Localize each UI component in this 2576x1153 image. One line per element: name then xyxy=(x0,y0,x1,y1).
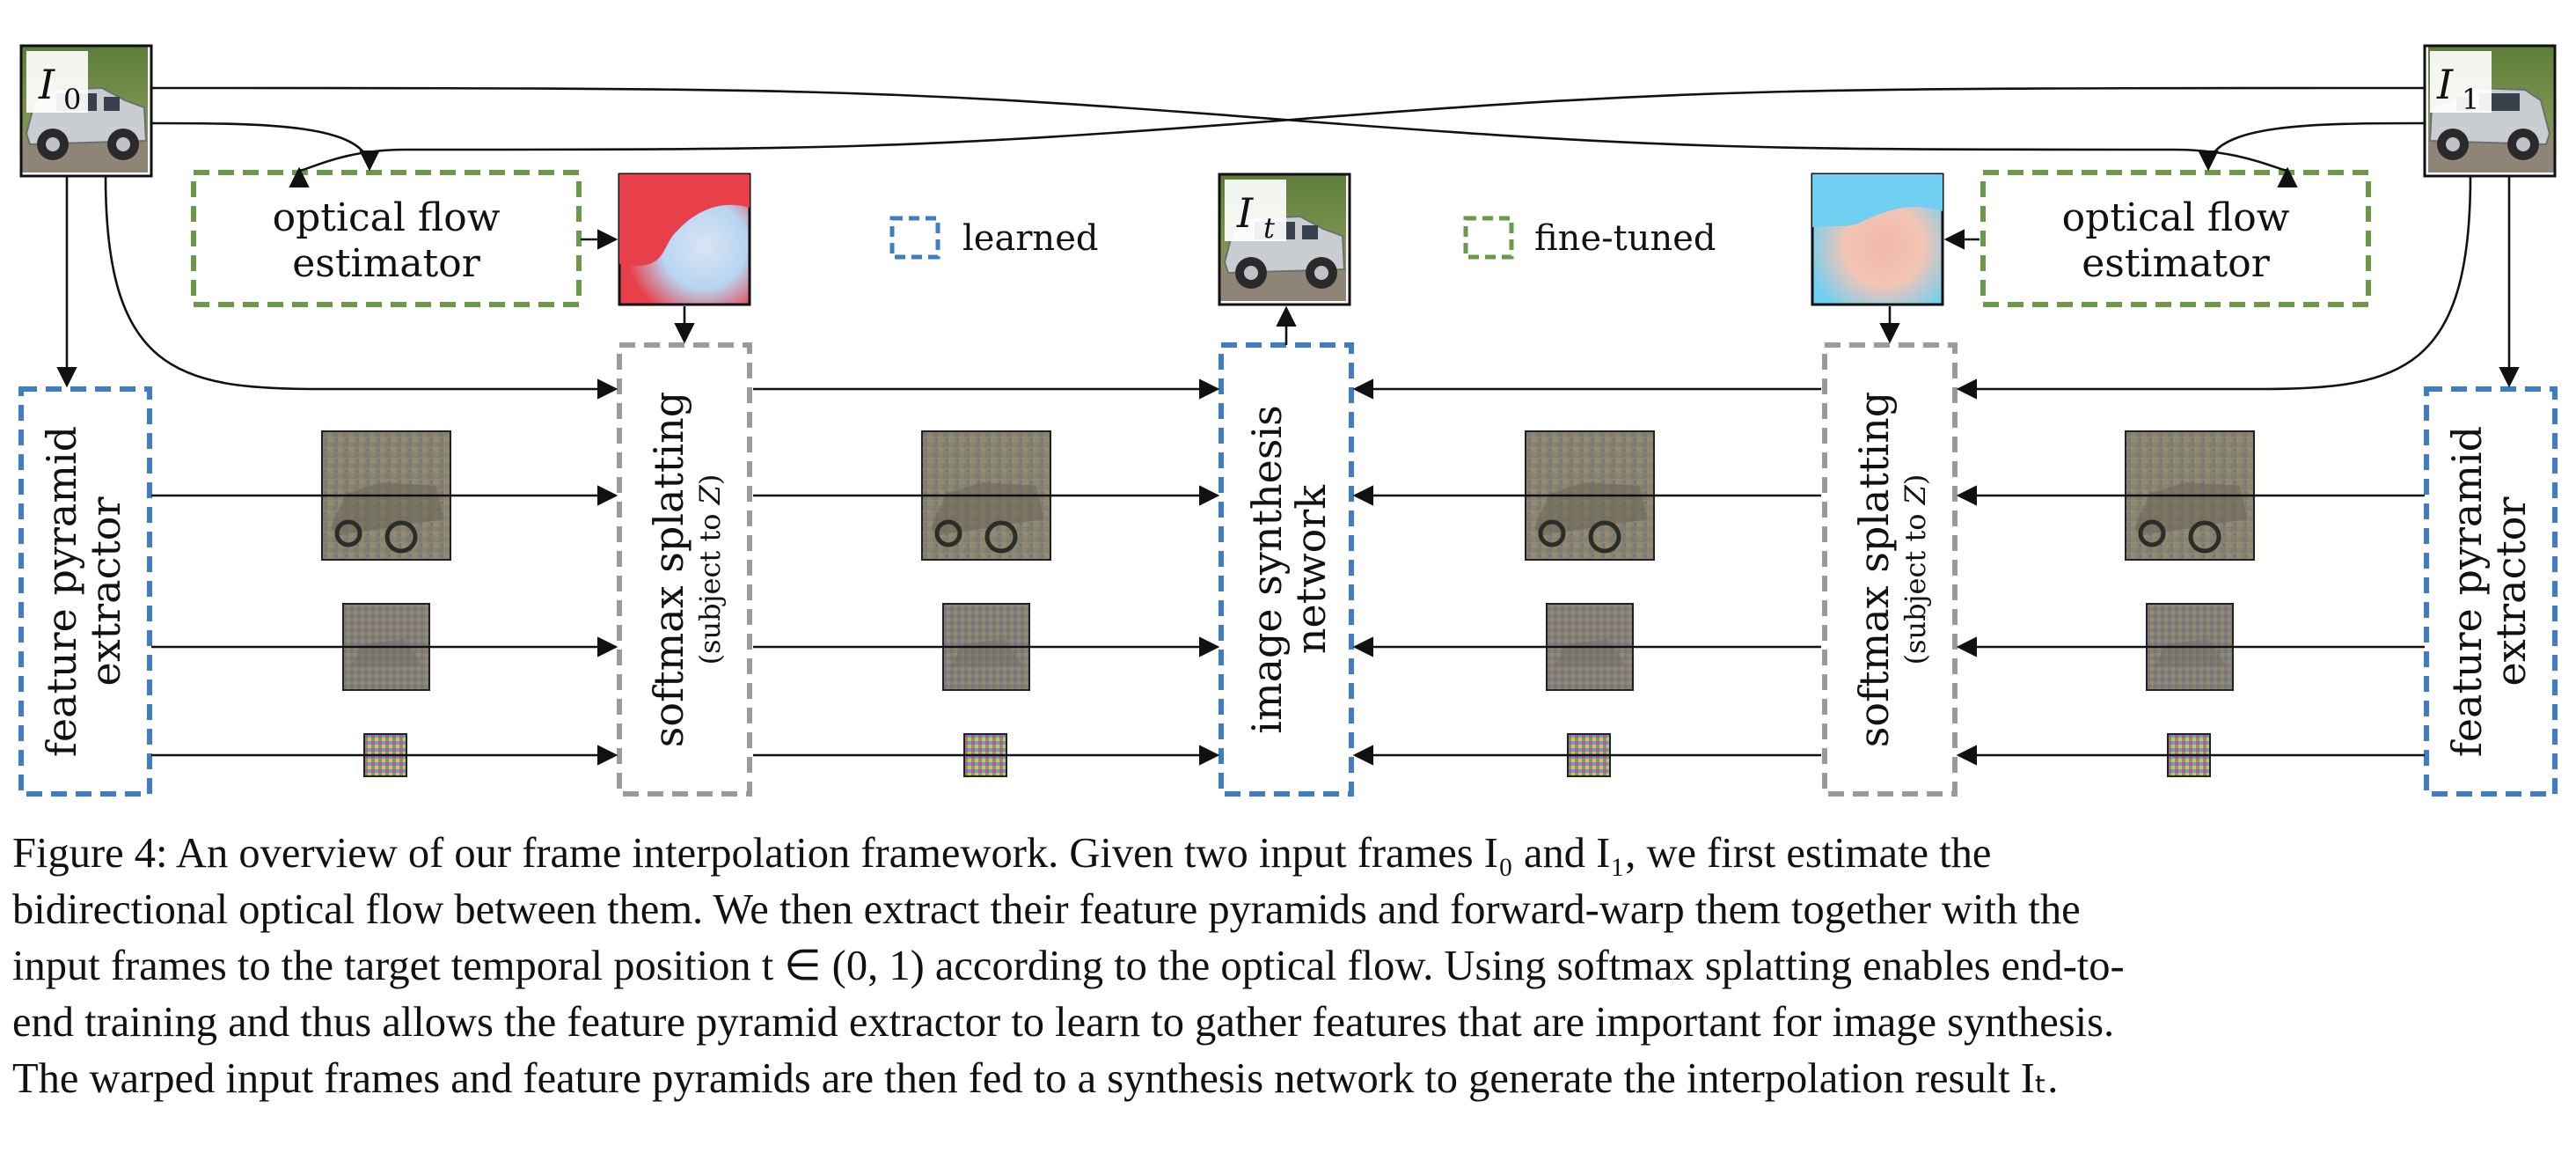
frame-i0-subscript: 0 xyxy=(63,83,81,116)
caption-line-4: end training and thus allows the feature… xyxy=(12,999,2115,1046)
legend: learned fine-tuned xyxy=(889,216,1716,260)
output-frame-it: I t xyxy=(1218,173,1351,306)
optical-flow-estimator-right: optical flow estimator xyxy=(1980,170,2371,307)
flow-estimator-right-line2: estimator xyxy=(2082,241,2271,286)
splat-left-title: softmax splatting xyxy=(645,392,692,747)
splat-left-subtitle: (subject to Z) xyxy=(693,474,727,665)
flow-visualization-right xyxy=(1811,173,1944,306)
feature-extractor-right-line2: extractor xyxy=(2487,496,2535,686)
flow-estimator-right-line1: optical flow xyxy=(2062,195,2290,240)
connectors xyxy=(56,86,2520,766)
frame-it-subscript: t xyxy=(1263,211,1275,245)
caption-line-3: input frames to the target temporal posi… xyxy=(12,943,2125,989)
synthesis-line2: network xyxy=(1287,484,1335,654)
feature-extractor-left-line2: extractor xyxy=(82,496,129,686)
feature-extractor-left-line1: feature pyramid xyxy=(38,426,85,757)
legend-fine-tuned-label: fine-tuned xyxy=(1534,218,1716,259)
flow-estimator-left-line1: optical flow xyxy=(273,195,501,240)
legend-fine-tuned-swatch xyxy=(1463,216,1514,260)
flow-estimator-left-line2: estimator xyxy=(292,241,481,286)
figure-caption: Figure 4: An overview of our frame inter… xyxy=(12,826,2564,1107)
image-synthesis-network: image synthesis network xyxy=(1218,342,1354,797)
frame-i0-label: I xyxy=(38,61,55,108)
caption-line-5: The warped input frames and feature pyra… xyxy=(12,1055,2059,1102)
feature-extractor-right-line1: feature pyramid xyxy=(2443,426,2491,757)
feature-pyramid-extractor-right: feature pyramid extractor xyxy=(2424,386,2558,797)
feature-pyramid-extractor-left: feature pyramid extractor xyxy=(18,386,152,797)
frame-i1-label: I xyxy=(2436,61,2454,108)
legend-learned-swatch xyxy=(889,216,940,260)
splat-right-title: softmax splatting xyxy=(1850,392,1898,747)
legend-learned-label: learned xyxy=(962,218,1098,259)
optical-flow-estimator-left: optical flow estimator xyxy=(191,170,582,307)
softmax-splatting-right: softmax splatting (subject to Z) xyxy=(1822,342,1958,797)
caption-line-2: bidirectional optical flow between them.… xyxy=(12,886,2081,933)
synthesis-line1: image synthesis xyxy=(1243,405,1291,734)
frame-it-label: I xyxy=(1236,189,1254,237)
input-frame-i1: I 1 xyxy=(2423,44,2557,178)
input-frame-i0: I 0 xyxy=(19,44,153,178)
caption-line-1: Figure 4: An overview of our frame inter… xyxy=(12,830,1992,877)
splat-right-subtitle: (subject to Z) xyxy=(1899,474,1932,665)
framework-diagram: I 0 I 1 I t optical flow estimator optic… xyxy=(18,44,2558,797)
flow-visualization-left xyxy=(618,173,751,306)
frame-i1-subscript: 1 xyxy=(2462,83,2479,116)
softmax-splatting-left: softmax splatting (subject to Z) xyxy=(617,342,752,797)
